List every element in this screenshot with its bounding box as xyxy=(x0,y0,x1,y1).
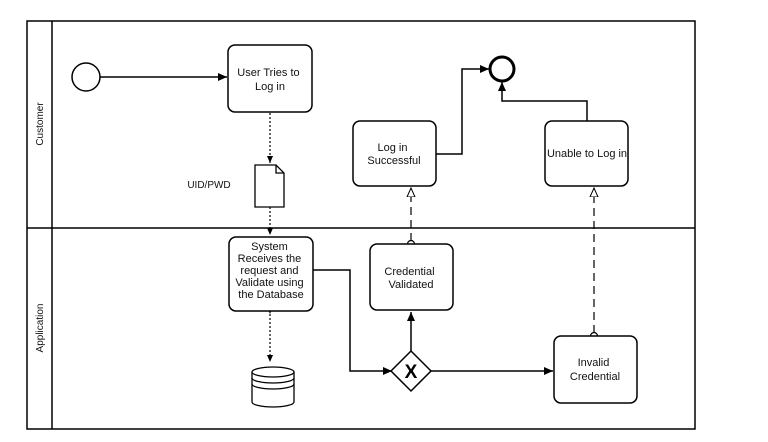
task-system-line4: Validate using xyxy=(235,277,303,289)
task-system-receives[interactable] xyxy=(228,236,314,312)
task-login-successful[interactable] xyxy=(352,120,437,187)
task-unable-to-login-line1: Unable to Log in xyxy=(547,148,627,160)
database-icon[interactable] xyxy=(251,366,295,408)
svg-text:Log in Successful: Log in Successful xyxy=(367,142,420,167)
flow-success-to-end xyxy=(436,65,489,155)
lane-label-customer: Customer xyxy=(35,102,46,146)
task-credential-validated-line1: Credential xyxy=(384,266,434,278)
gateway-x-icon: X xyxy=(405,362,418,383)
svg-text:Invalid Credential: Invalid Credential xyxy=(570,357,620,383)
task-user-tries-login[interactable] xyxy=(227,44,313,113)
end-event[interactable] xyxy=(488,55,516,83)
task-system-line1: System xyxy=(251,241,288,253)
task-invalid-credential-line2: Credential xyxy=(570,371,620,383)
task-credential-validated[interactable] xyxy=(369,243,454,311)
task-user-tries-line2: Log in xyxy=(255,81,285,93)
data-object-icon[interactable] xyxy=(254,164,285,208)
svg-text:Unable to Log in: Unable to Log in xyxy=(547,148,627,160)
task-unable-to-login[interactable] xyxy=(544,120,629,187)
svg-text:System Receives the re: System Receives the request and Validate… xyxy=(235,241,306,301)
task-invalid-credential[interactable] xyxy=(553,335,638,404)
lane-label-application: Application xyxy=(35,304,46,353)
svg-text:Credential Validated: Credential Validated xyxy=(384,266,437,291)
task-system-line2: Receives the xyxy=(238,253,302,265)
task-system-line5: the Database xyxy=(238,289,303,301)
task-system-line3: request and xyxy=(240,265,298,277)
flow-system-to-gateway xyxy=(313,269,392,375)
task-credential-validated-line2: Validated xyxy=(388,279,433,291)
exclusive-gateway[interactable]: X xyxy=(389,349,433,393)
flow-unable-to-end xyxy=(498,82,588,121)
task-user-tries-line1: User Tries to xyxy=(237,67,299,79)
task-invalid-credential-line1: Invalid xyxy=(578,357,610,369)
svg-text:User Tries to Log in: User Tries to Log in xyxy=(237,67,302,93)
task-login-successful-line2: Successful xyxy=(367,155,420,167)
pool-border xyxy=(26,20,696,430)
data-object-label: UID/PWD xyxy=(187,180,230,191)
data-object-fold xyxy=(275,165,284,174)
task-login-successful-line1: Log in xyxy=(377,142,407,154)
start-event[interactable] xyxy=(71,62,101,92)
